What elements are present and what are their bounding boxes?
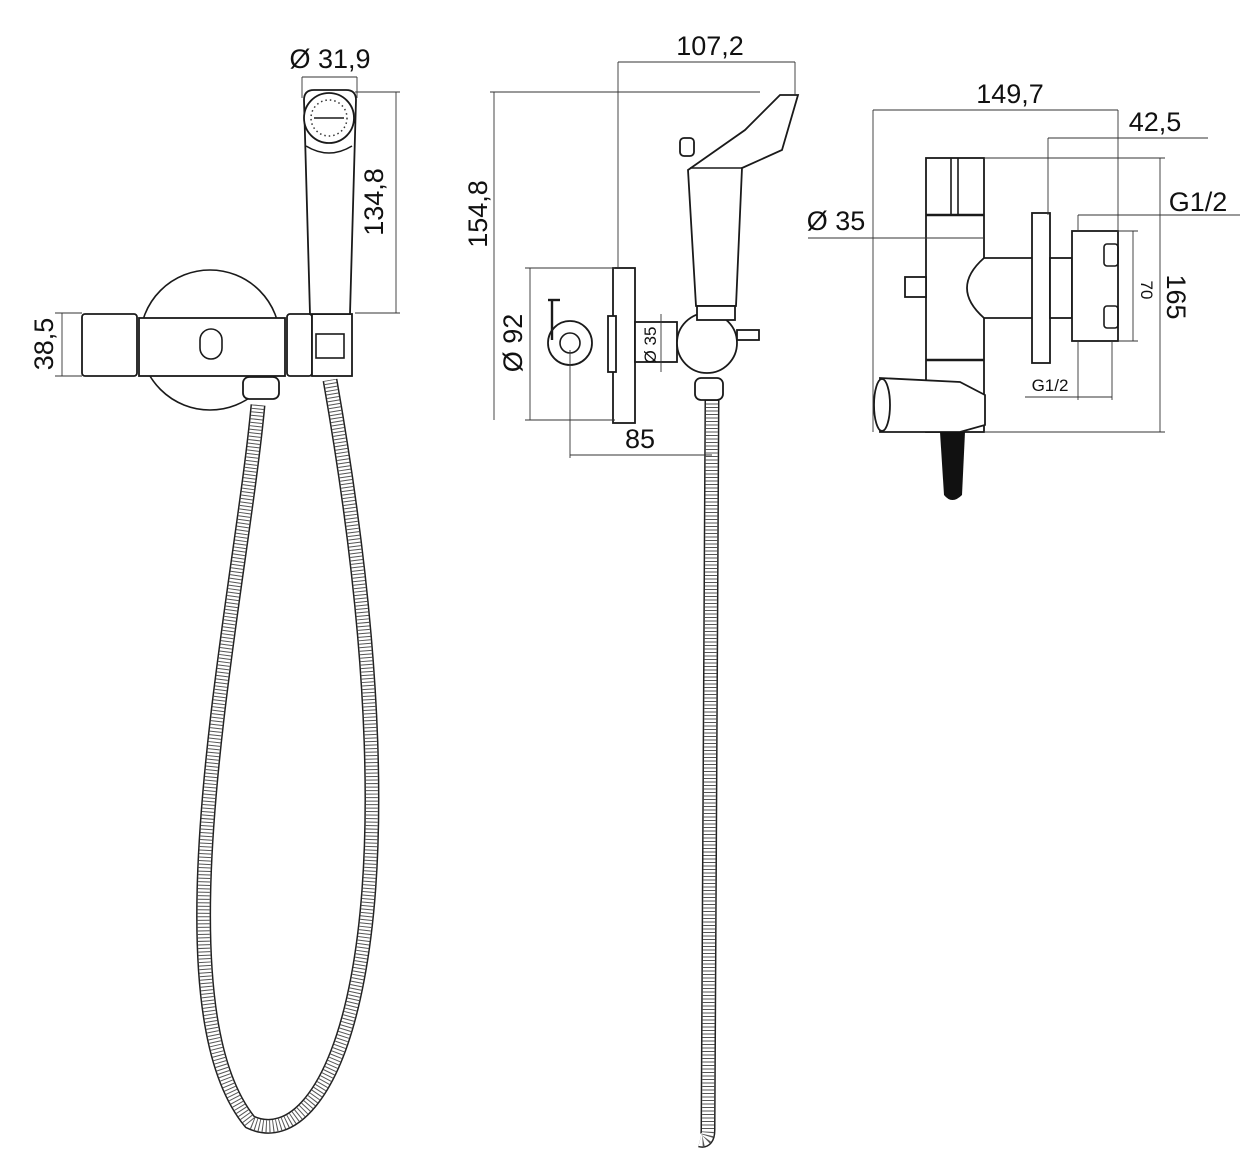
top-view: 149,7 42,5 G1/2 Ø 35 70 165 G1/2 — [807, 79, 1240, 500]
dim-handset-projection: 107,2 — [676, 31, 744, 61]
dim-overall-length: 165 — [1161, 274, 1191, 319]
handset-side — [687, 94, 800, 307]
hose-side — [698, 399, 720, 1148]
side-body — [676, 312, 738, 374]
dim-connector-depth: 42,5 — [1129, 107, 1182, 137]
front-view: Ø 31,9 134,8 38,5 — [29, 44, 400, 1134]
side-nut — [694, 377, 724, 401]
dim-handset-diameter: Ø 31,9 — [289, 44, 370, 74]
dim-inner-length: 70 — [1137, 281, 1156, 300]
dim-side-body-diameter: Ø 35 — [641, 327, 660, 364]
dim-overall-height: 154,8 — [463, 180, 493, 248]
dim-top-body-diameter: Ø 35 — [807, 206, 866, 236]
dim-overall-width: 149,7 — [976, 79, 1044, 109]
side-view: 107,2 154,8 Ø 92 Ø 35 85 — [463, 31, 800, 1148]
dim-flange-diameter: Ø 92 — [498, 314, 528, 373]
handset-top — [879, 377, 986, 433]
hose-top — [940, 432, 965, 500]
hose-nut — [242, 376, 280, 400]
body-left-cap — [81, 313, 138, 377]
body-knob-icon — [199, 328, 223, 360]
dim-thread-bottom: G1/2 — [1032, 376, 1069, 395]
body-right-cap — [286, 313, 313, 377]
hose-front — [196, 378, 380, 1134]
top-connector — [1071, 230, 1119, 342]
handset-front — [303, 89, 357, 315]
dim-handset-height: 134,8 — [359, 168, 389, 236]
trigger-icon — [679, 137, 695, 157]
dim-body-height: 38,5 — [29, 318, 59, 371]
body-center — [138, 317, 286, 377]
dim-thread-top: G1/2 — [1169, 187, 1228, 217]
top-flange — [1031, 212, 1051, 364]
dim-wall-offset: 85 — [625, 424, 655, 454]
holder — [311, 313, 353, 377]
